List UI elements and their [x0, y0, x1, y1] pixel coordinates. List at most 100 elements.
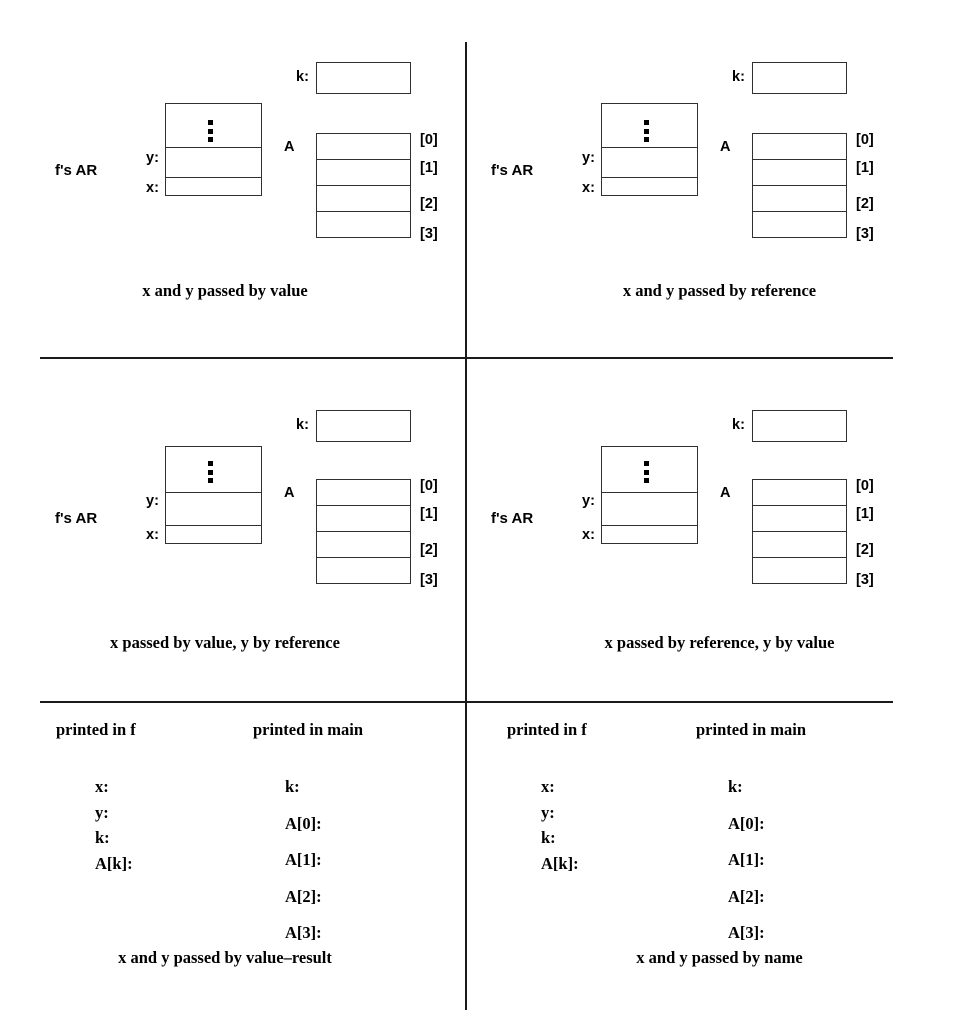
- array-cell-3: [752, 211, 847, 238]
- array-cell-2: [752, 185, 847, 212]
- array-index-label-3: [3]: [856, 572, 874, 588]
- array-index-label-3: [3]: [420, 226, 438, 242]
- printed-in-main-list: k: A[0]: A[1]: A[2]: A[3]:: [728, 777, 765, 962]
- array-index-label-1: [1]: [856, 506, 874, 522]
- array-cell-1: [316, 505, 411, 532]
- list-item: A[0]:: [285, 813, 322, 833]
- array-index-label-1: [1]: [856, 160, 874, 176]
- array-index-label-0: [0]: [856, 132, 874, 148]
- ar-slot-label-y: y:: [582, 493, 595, 509]
- ar-slot-label-y: y:: [582, 150, 595, 166]
- list-item: A[1]:: [728, 850, 765, 869]
- ar-row-x: [602, 525, 697, 545]
- panel-caption: x passed by value, y by reference: [110, 633, 340, 652]
- list-item: A[1]:: [285, 850, 322, 869]
- list-item: A[3]:: [728, 923, 765, 942]
- list-item: A[2]:: [728, 886, 765, 906]
- ar-box: [601, 103, 698, 196]
- k-label: k:: [296, 417, 309, 433]
- k-label: k:: [732, 69, 745, 85]
- ar-slot-label-x: x:: [582, 180, 595, 196]
- panel-pass-by-name: printed in f printed in main x: y: k: A[…: [466, 702, 973, 1024]
- array-index-label-2: [2]: [856, 542, 874, 558]
- array-name-label: A: [720, 139, 731, 155]
- ar-title-label: f's AR: [55, 510, 98, 527]
- ar-title-label: f's AR: [491, 510, 534, 527]
- ar-box: [165, 446, 262, 544]
- printed-in-f-list: x: y: k: A[k]:: [95, 778, 133, 881]
- list-item: A[0]:: [728, 813, 765, 833]
- ar-slot-label-y: y:: [146, 150, 159, 166]
- panel-pass-by-reference: k: f's AR y: x: A [0] [1] [2] [3] x and …: [466, 0, 973, 357]
- ar-box: [601, 446, 698, 544]
- array-index-label-2: [2]: [420, 196, 438, 212]
- array-index-label-2: [2]: [420, 542, 438, 558]
- list-item: A[k]:: [95, 853, 133, 873]
- ar-row-y: [166, 492, 261, 525]
- horizontal-divider-row2: [40, 701, 893, 703]
- printed-in-f-list: x: y: k: A[k]:: [541, 777, 579, 881]
- array-index-label-3: [3]: [420, 572, 438, 588]
- list-item: A[k]:: [541, 853, 579, 873]
- array-cell-0: [316, 479, 411, 506]
- array-index-label-2: [2]: [856, 196, 874, 212]
- list-item: A[2]:: [285, 886, 322, 906]
- vertical-divider: [465, 42, 467, 1010]
- vertical-ellipsis-icon: [208, 461, 213, 483]
- list-item: y:: [541, 802, 555, 822]
- array-cell-0: [316, 133, 411, 160]
- column-header-printed-in-f: printed in f: [507, 720, 587, 739]
- array-index-label-1: [1]: [420, 160, 438, 176]
- array-name-label: A: [284, 485, 295, 501]
- ar-row-x: [602, 177, 697, 197]
- column-header-printed-in-main: printed in main: [696, 720, 807, 739]
- vertical-ellipsis-icon: [644, 120, 649, 142]
- ar-slot-label-x: x:: [582, 527, 595, 543]
- ar-row-y: [166, 147, 261, 177]
- ar-slot-label-x: x:: [146, 180, 159, 196]
- k-box: [752, 410, 847, 442]
- k-box: [316, 410, 411, 442]
- panel-x-reference-y-value: k: f's AR y: x: A [0] [1] [2] [3] x pass…: [466, 358, 973, 702]
- list-item: k:: [728, 777, 743, 796]
- array-cell-2: [316, 531, 411, 558]
- vertical-ellipsis-icon: [644, 461, 649, 483]
- array-cell-1: [752, 505, 847, 532]
- column-header-printed-in-main: printed in main: [253, 720, 364, 739]
- ar-row-y: [602, 147, 697, 177]
- panel-value-result: printed in f printed in main x: y: k: A[…: [0, 702, 465, 1024]
- array-index-label-3: [3]: [856, 226, 874, 242]
- printed-in-main-list: k: A[0]: A[1]: A[2]: A[3]:: [285, 777, 322, 962]
- array-cell-2: [752, 531, 847, 558]
- panel-caption: x passed by reference, y by value: [604, 633, 835, 652]
- k-label: k:: [732, 417, 745, 433]
- array-cell-0: [752, 133, 847, 160]
- array-index-label-0: [0]: [420, 478, 438, 494]
- array-cell-1: [316, 159, 411, 186]
- ar-row-x: [166, 525, 261, 545]
- horizontal-divider-row1: [40, 357, 893, 359]
- array-cell-1: [752, 159, 847, 186]
- panel-caption: x and y passed by reference: [622, 281, 817, 300]
- panel-caption: x and y passed by value: [142, 281, 308, 300]
- k-label: k:: [296, 69, 309, 85]
- ar-row-x: [166, 177, 261, 197]
- array-cell-3: [316, 211, 411, 238]
- array-index-label-0: [0]: [420, 132, 438, 148]
- array-cell-0: [752, 479, 847, 506]
- list-item: x:: [541, 777, 555, 796]
- vertical-ellipsis-icon: [208, 120, 213, 142]
- array-name-label: A: [720, 485, 731, 501]
- ar-title-label: f's AR: [55, 162, 98, 179]
- panel-pass-by-value: k: f's AR y: x: A [0] [1] [2] [3] x and …: [0, 0, 465, 357]
- list-item: y:: [95, 802, 109, 822]
- k-box: [316, 62, 411, 94]
- list-item: k:: [285, 777, 300, 796]
- ar-title-label: f's AR: [491, 162, 534, 179]
- list-item: k:: [95, 828, 110, 847]
- array-cell-3: [316, 557, 411, 584]
- array-index-label-0: [0]: [856, 478, 874, 494]
- panel-x-value-y-reference: k: f's AR y: x: A [0] [1] [2] [3] x pass…: [0, 358, 465, 702]
- ar-row-y: [602, 492, 697, 525]
